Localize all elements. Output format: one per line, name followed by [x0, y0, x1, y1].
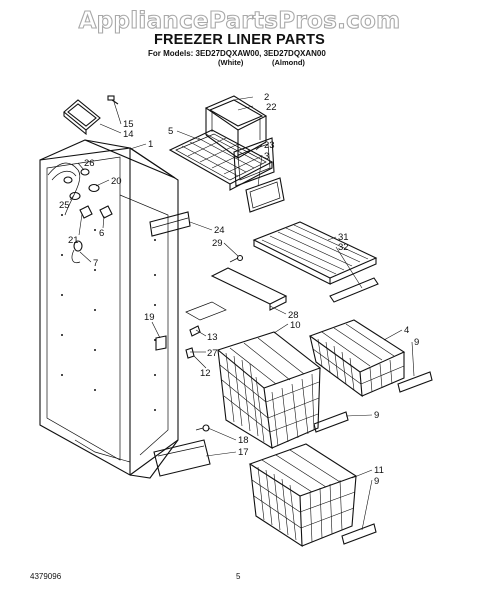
document-number: 4379096 — [30, 572, 62, 581]
callout-32: 32 — [338, 242, 349, 253]
callout-22: 22 — [266, 102, 277, 113]
callout-6: 6 — [99, 228, 104, 239]
callout-7: 7 — [93, 258, 98, 269]
callout-14: 14 — [123, 129, 134, 140]
color-white-label: (White) — [218, 58, 244, 67]
callout-29: 29 — [212, 238, 223, 249]
callout-9c: 9 — [374, 476, 379, 487]
callout-21: 21 — [68, 235, 79, 246]
shelf-bracket — [210, 254, 288, 311]
hinge-bracket — [63, 95, 119, 136]
basket-10 — [216, 331, 322, 450]
callout-27: 27 — [207, 348, 218, 359]
basket-rail-middle — [313, 411, 349, 433]
page-number: 5 — [236, 572, 241, 581]
callout-19: 19 — [144, 312, 155, 323]
callout-labels: 2 22 5 23 3 15 14 1 26 20 25 6 21 7 24 2… — [59, 92, 419, 487]
callout-28: 28 — [288, 310, 299, 321]
color-almond-label: (Almond) — [272, 58, 305, 67]
wire-shelf — [252, 221, 379, 303]
callout-24: 24 — [214, 225, 225, 236]
callout-11: 11 — [374, 465, 384, 476]
basket-4 — [308, 319, 433, 398]
basket-11 — [248, 443, 377, 548]
callout-13: 13 — [207, 332, 218, 343]
callout-25: 25 — [59, 200, 70, 211]
bottom-rail — [153, 424, 211, 477]
callout-2: 2 — [264, 92, 269, 103]
callout-5: 5 — [168, 126, 173, 137]
top-shelf-assembly — [168, 95, 285, 213]
callout-20: 20 — [111, 176, 122, 187]
vent-cover — [149, 211, 191, 237]
control-parts — [63, 168, 113, 264]
callout-4: 4 — [404, 325, 409, 336]
freezer-liner — [39, 139, 179, 479]
callout-10: 10 — [290, 320, 301, 331]
watermark: AppliancePartsPros.com — [78, 7, 401, 34]
callout-1: 1 — [148, 139, 153, 150]
callout-15: 15 — [123, 119, 134, 130]
leader-lines — [69, 96, 415, 531]
callout-17: 17 — [238, 447, 249, 458]
callout-9a: 9 — [414, 337, 419, 348]
page-title: FREEZER LINER PARTS — [153, 32, 326, 48]
callout-31: 31 — [338, 232, 349, 243]
callout-18: 18 — [238, 435, 249, 446]
models-line: For Models: 3ED27DQXAW00, 3ED27DQXAN00 — [148, 49, 326, 58]
callout-26: 26 — [84, 158, 95, 169]
callout-3: 3 — [264, 151, 269, 162]
callout-23: 23 — [264, 140, 275, 151]
callout-12: 12 — [200, 368, 211, 379]
callout-9b: 9 — [374, 410, 379, 421]
